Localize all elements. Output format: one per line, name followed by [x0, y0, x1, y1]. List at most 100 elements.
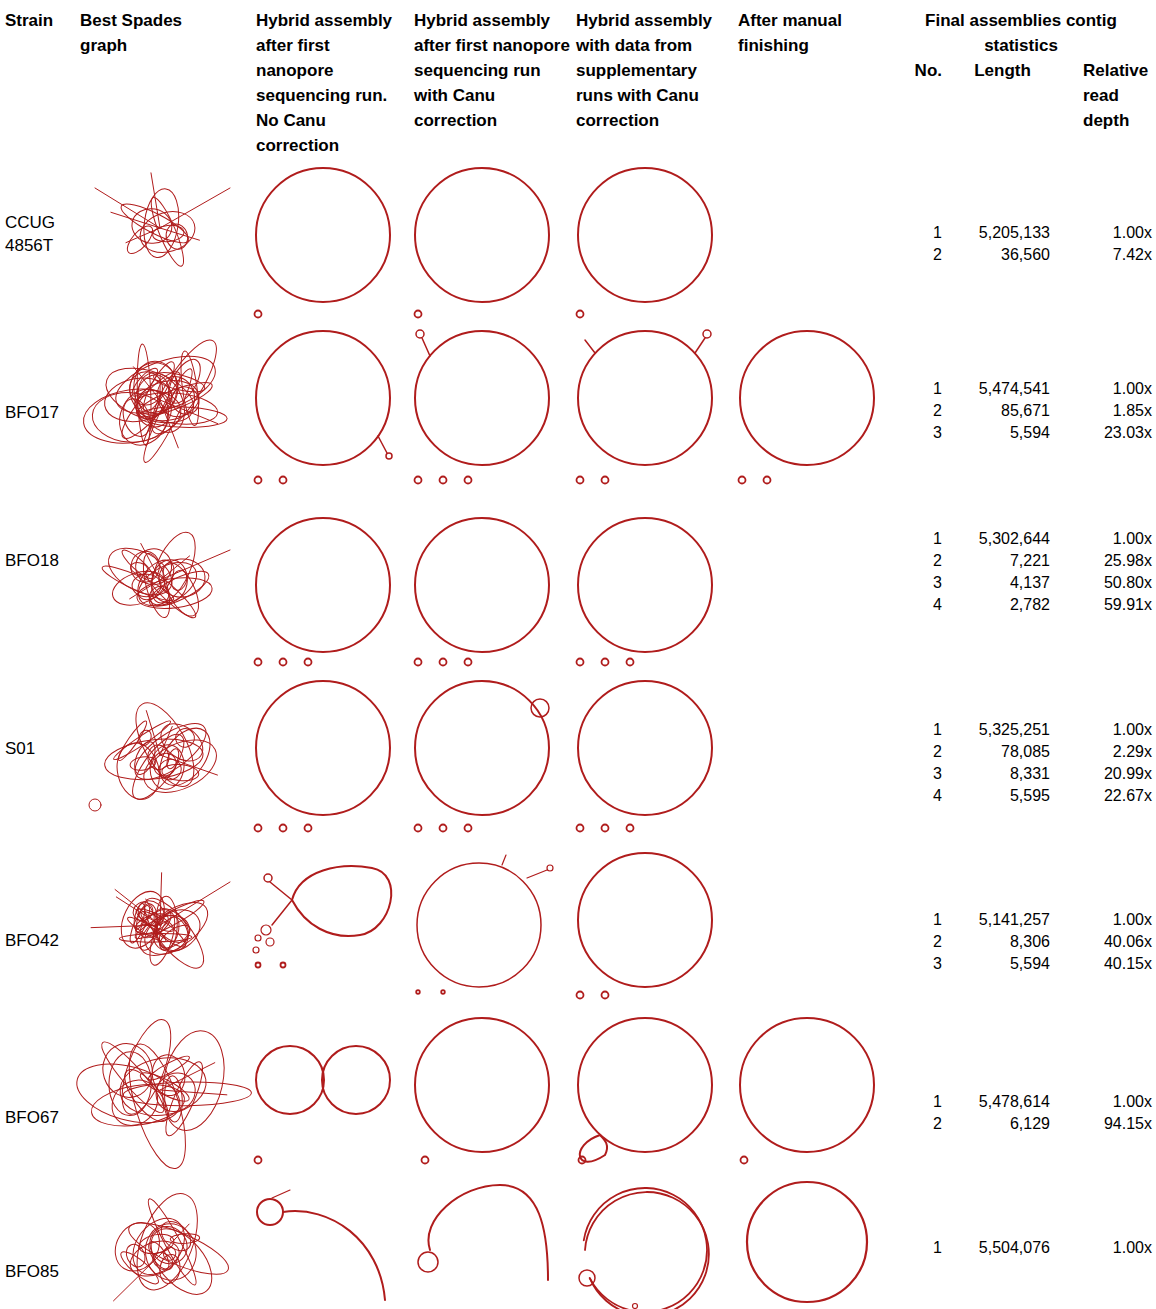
- graph-branch: [378, 436, 387, 453]
- plasmid-circle: [255, 825, 262, 832]
- plasmid-circle: [255, 1157, 262, 1164]
- plasmid-circle: [627, 659, 634, 666]
- graph-branch: [151, 173, 160, 228]
- read-depth: 1.00x: [1060, 719, 1152, 741]
- graph-loop: [261, 925, 271, 935]
- plasmid-circle: [764, 477, 771, 484]
- contig-length: 2,782: [950, 594, 1050, 616]
- graph-branch: [130, 580, 160, 599]
- graph-loop: [131, 554, 181, 606]
- chromosome-circle: [256, 168, 390, 302]
- read-depth: 1.00x: [1060, 378, 1152, 400]
- read-depth: 1.00x: [1060, 1091, 1152, 1113]
- graph-branch: [160, 1063, 215, 1090]
- contig-number: 4: [890, 594, 942, 616]
- graph-loop: [416, 330, 424, 338]
- graph-loop: [531, 699, 549, 717]
- graph-loop: [174, 727, 196, 749]
- graph-branch: [502, 855, 506, 865]
- graph-loop: [80, 383, 185, 449]
- chromosome-circle: [415, 518, 549, 652]
- graph-branch: [150, 400, 160, 431]
- graph-loop: [253, 947, 259, 953]
- chromosome-circle: [256, 1046, 324, 1114]
- contig-length: 5,478,614: [950, 1091, 1050, 1113]
- chromosome-circle: [578, 168, 712, 302]
- plasmid-circle: [305, 825, 312, 832]
- chromosome-circle: [417, 863, 541, 987]
- graph-loop: [118, 395, 155, 440]
- read-depth: 1.00x: [1060, 222, 1152, 244]
- contig-length: 5,205,133: [950, 222, 1050, 244]
- graph-loop: [117, 1247, 162, 1288]
- graph-branch: [527, 870, 547, 878]
- contig-number: 2: [890, 931, 942, 953]
- read-depth: 1.00x: [1060, 909, 1152, 931]
- graph-loop: [118, 1038, 197, 1175]
- graph-branch: [695, 338, 705, 353]
- graph-branch: [160, 873, 162, 925]
- contig-number: 2: [890, 1113, 942, 1135]
- graph-loop: [126, 359, 183, 419]
- column-header: Strain: [5, 8, 75, 33]
- plasmid-circle: [415, 311, 422, 318]
- graph-branch: [270, 882, 292, 900]
- contig-number: 1: [890, 528, 942, 550]
- chromosome-circle: [578, 1018, 712, 1152]
- contig-number: 3: [890, 572, 942, 594]
- contig-number: 4: [890, 785, 942, 807]
- read-depth: 1.00x: [1060, 528, 1152, 550]
- graph-branch: [133, 367, 160, 400]
- contig-length: 5,504,076: [950, 1237, 1050, 1259]
- read-depth: 2.29x: [1060, 741, 1152, 763]
- column-header: Hybrid assembly with data from supplemen…: [576, 8, 736, 133]
- graph-branch: [114, 1255, 160, 1301]
- graph-loop: [255, 935, 261, 941]
- chromosome-circle: [322, 1046, 390, 1114]
- plasmid-circle: [415, 659, 422, 666]
- graph-loop: [135, 205, 200, 258]
- plasmid-circle: [281, 963, 286, 968]
- plasmid-circle: [577, 992, 584, 999]
- plasmid-circle: [422, 1157, 429, 1164]
- chromosome-circle: [740, 331, 874, 465]
- graph-branch: [160, 556, 190, 580]
- strain-name: CCUG 4856T: [5, 211, 67, 257]
- chromosome-circle: [415, 168, 549, 302]
- strain-name: BFO18: [5, 549, 67, 572]
- graph-edge: [283, 1211, 385, 1300]
- plasmid-circle: [441, 990, 445, 994]
- read-depth: 1.85x: [1060, 400, 1152, 422]
- graph-branch: [272, 1190, 290, 1198]
- plasmid-circle: [255, 659, 262, 666]
- graph-loop: [142, 1219, 195, 1272]
- chromosome-circle: [415, 681, 549, 815]
- graph-loop: [95, 1036, 170, 1119]
- graph-branch: [160, 400, 178, 448]
- graph-branch: [95, 188, 160, 228]
- read-depth: 25.98x: [1060, 550, 1152, 572]
- graph-strokes: [70, 168, 874, 1309]
- graph-branch: [126, 228, 160, 243]
- contig-number: 1: [890, 222, 942, 244]
- contig-length: 5,302,644: [950, 528, 1050, 550]
- column-header: After manual finishing: [738, 8, 878, 58]
- plasmid-circle: [602, 825, 609, 832]
- graph-branch: [111, 212, 160, 228]
- contig-length: 5,594: [950, 953, 1050, 975]
- column-header: Hybrid assembly after first nanopore seq…: [414, 8, 572, 133]
- chromosome-circle: [256, 518, 390, 652]
- chromosome-circle: [747, 1182, 867, 1302]
- contig-number: 2: [890, 550, 942, 572]
- graph-branch: [160, 375, 161, 400]
- graph-loop: [101, 539, 180, 605]
- graph-loop: [123, 1213, 234, 1284]
- read-depth: 23.03x: [1060, 422, 1152, 444]
- chromosome-circle: [578, 853, 712, 987]
- plasmid-circle: [305, 659, 312, 666]
- read-depth: 40.15x: [1060, 953, 1152, 975]
- plasmid-circle: [280, 825, 287, 832]
- contig-length: 4,137: [950, 572, 1050, 594]
- plasmid-circle: [465, 477, 472, 484]
